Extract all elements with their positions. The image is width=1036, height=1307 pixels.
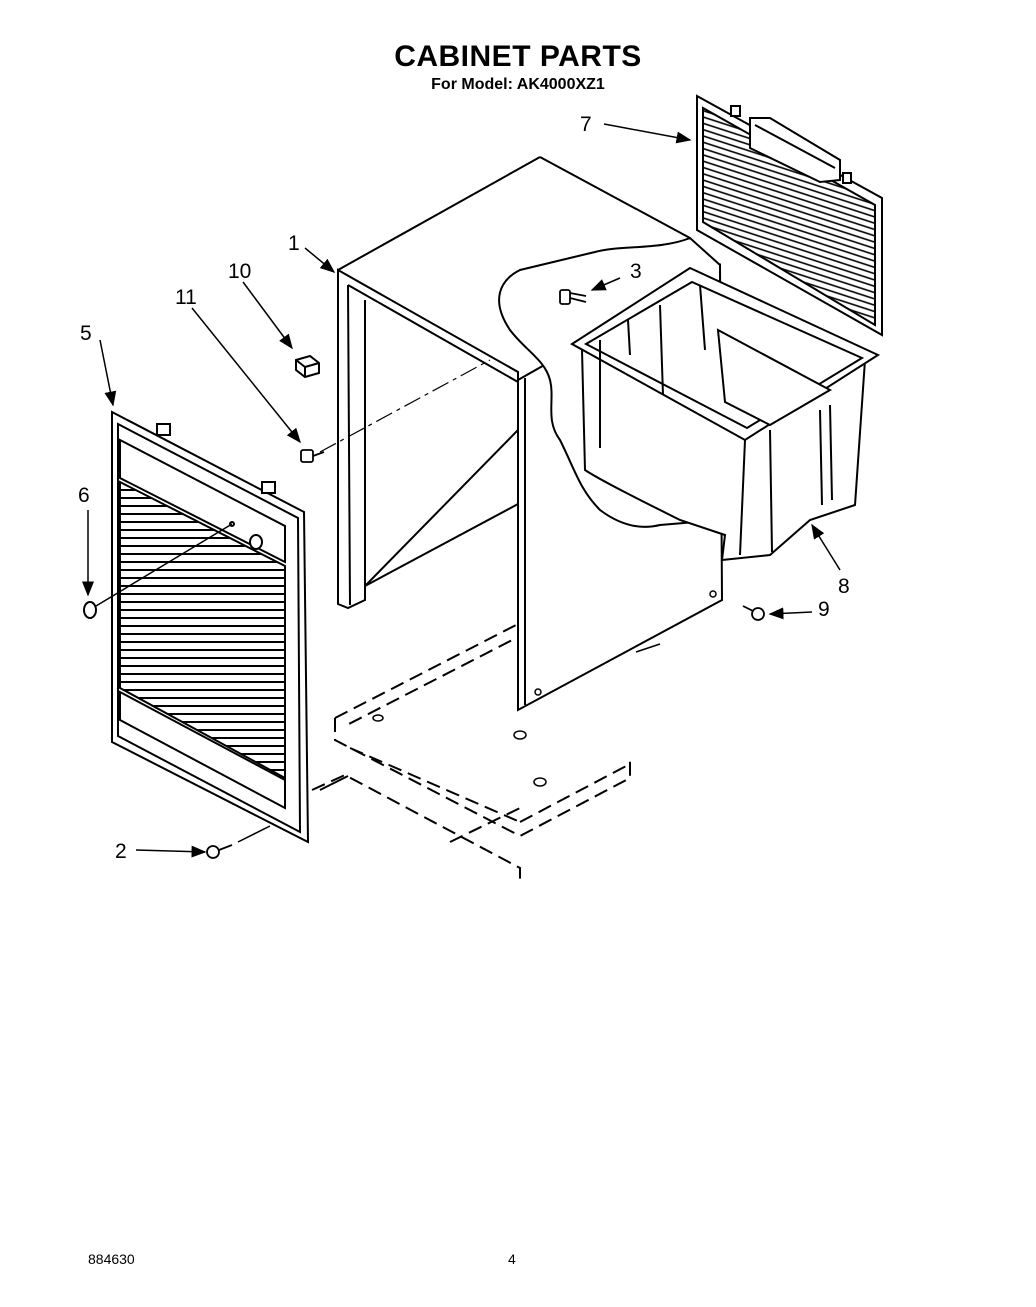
page-number: 4 [508, 1251, 516, 1267]
plug-leader [95, 523, 233, 607]
center-line [319, 359, 491, 453]
grille-screw [206, 844, 233, 859]
callout-6: 6 [78, 484, 90, 507]
mount-leader [237, 825, 271, 843]
mount-hole [709, 590, 717, 598]
bin-liner [570, 266, 881, 562]
callout-9: 9 [818, 598, 830, 621]
panel-mark [635, 643, 661, 653]
callout-8: 8 [838, 575, 850, 598]
callout-1: 1 [288, 232, 300, 255]
page-title: CABINET PARTS [394, 40, 642, 73]
cabinet-screw [300, 449, 325, 463]
model-subtitle: For Model: AK4000XZ1 [431, 76, 605, 93]
hinge-pin [559, 289, 587, 305]
mount-leader [319, 775, 349, 791]
callout-10: 10 [228, 260, 251, 283]
bumper [295, 354, 320, 379]
document-number: 884630 [88, 1251, 135, 1267]
top-grille [696, 94, 883, 337]
callout-5: 5 [80, 322, 92, 345]
callout-3: 3 [630, 260, 642, 283]
front-grille [111, 410, 310, 844]
rear-screw [742, 605, 765, 621]
grille-plug [83, 601, 97, 619]
callout-arrows [82, 123, 841, 858]
callout-7: 7 [580, 113, 592, 136]
callout-11: 11 [175, 286, 197, 309]
base-holes [372, 714, 547, 787]
callout-2: 2 [115, 840, 127, 863]
mount-hole [534, 688, 542, 696]
